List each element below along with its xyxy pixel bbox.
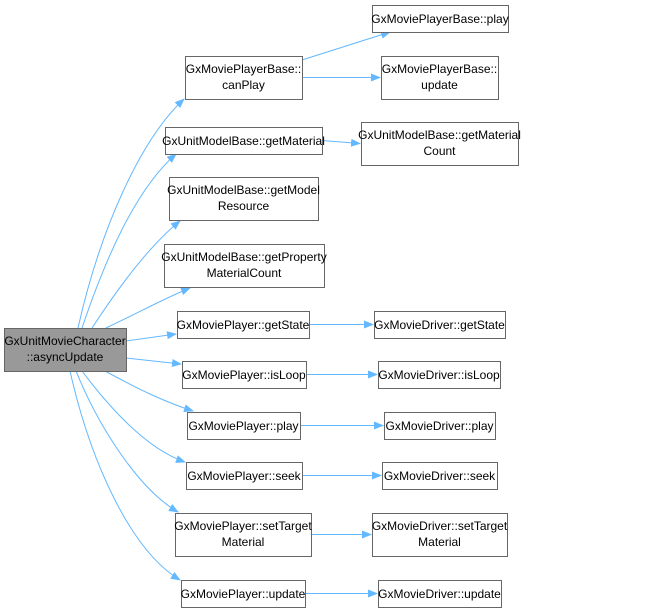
node-box (374, 311, 506, 339)
node-label: GxMovieDriver::play (385, 419, 493, 433)
node-label: GxMoviePlayerBase::play (371, 12, 508, 26)
node-label: Resource (218, 199, 270, 213)
edge-root-to-seek (81, 370, 186, 463)
edge-root-to-canPlay (77, 98, 185, 329)
node-box (185, 56, 303, 100)
edge-root-to-getMaterial (81, 153, 177, 329)
edge-getMaterial-to-getMaterialCount (321, 138, 361, 147)
node-box (182, 361, 307, 389)
node-label: update (421, 78, 458, 92)
node-label: GxMovieDriver::update (378, 587, 501, 601)
node-drvGetState[interactable]: GxMovieDriver::getState (374, 311, 506, 339)
edge-root-to-getState (125, 331, 177, 342)
node-label: GxMoviePlayer::play (188, 419, 298, 433)
edge-root-to-update (69, 370, 181, 581)
node-box (165, 127, 323, 155)
node-root[interactable]: GxUnitMovieCharacter::asyncUpdate (4, 328, 127, 372)
node-box (378, 580, 502, 608)
node-label: GxMoviePlayer::update (181, 587, 306, 601)
node-label: Material (418, 535, 461, 549)
node-drvSeek[interactable]: GxMovieDriver::seek (382, 462, 498, 490)
node-canPlay[interactable]: GxMoviePlayerBase::canPlay (185, 56, 303, 100)
node-getState[interactable]: GxMoviePlayer::getState (177, 311, 310, 339)
node-box (181, 580, 306, 608)
node-mpbUpdate[interactable]: GxMoviePlayerBase::update (381, 56, 499, 100)
node-getPropertyMaterialCount[interactable]: GxUnitModelBase::getPropertyMaterialCoun… (161, 244, 327, 288)
edge-root-to-getPropertyMaterialCount (105, 287, 191, 329)
node-drvIsLoop[interactable]: GxMovieDriver::isLoop (378, 361, 501, 389)
node-label: ::asyncUpdate (27, 350, 104, 364)
edge-root-to-isLoop (125, 357, 182, 368)
node-label: GxMoviePlayer::getState (177, 318, 310, 332)
edge-canPlay-to-mpbPlay (301, 30, 391, 61)
node-seek[interactable]: GxMoviePlayer::seek (186, 462, 303, 490)
node-box (378, 361, 501, 389)
node-label: GxMovieDriver::isLoop (378, 368, 500, 382)
node-label: GxUnitModelBase::getMaterial (358, 128, 521, 142)
node-label: GxUnitModelBase::getProperty (161, 250, 326, 264)
node-box (175, 513, 312, 557)
edge-root-to-play (104, 370, 194, 413)
edge-root-to-getModelResource (91, 220, 181, 329)
node-label: GxUnitModelBase::getModel (167, 183, 320, 197)
node-label: GxMovieDriver::setTarget (372, 519, 508, 533)
node-box (169, 177, 319, 221)
node-label: GxUnitMovieCharacter (4, 334, 125, 348)
node-label: GxMoviePlayer::setTarget (174, 519, 312, 533)
node-label: GxMovieDriver::seek (384, 469, 496, 483)
node-box (372, 513, 508, 557)
node-box (372, 5, 509, 33)
node-label: GxUnitModelBase::getMaterial (162, 134, 325, 148)
node-label: canPlay (222, 78, 265, 92)
node-label: GxMovieDriver::getState (374, 318, 505, 332)
node-box (187, 412, 301, 440)
node-box (382, 462, 498, 490)
edges (69, 30, 391, 598)
node-label: MaterialCount (207, 266, 282, 280)
node-box (384, 412, 496, 440)
node-box (4, 328, 127, 372)
node-label: Count (423, 144, 456, 158)
node-drvPlay[interactable]: GxMovieDriver::play (384, 412, 496, 440)
node-label: GxMoviePlayerBase:: (382, 62, 497, 76)
node-play[interactable]: GxMoviePlayer::play (187, 412, 301, 440)
node-label: GxMoviePlayer::isLoop (182, 368, 306, 382)
node-label: GxMoviePlayer::seek (187, 469, 301, 483)
node-label: GxMoviePlayerBase:: (186, 62, 301, 76)
nodes: GxUnitMovieCharacter::asyncUpdateGxMovie… (4, 5, 521, 608)
node-box (177, 311, 310, 339)
node-box (361, 122, 519, 166)
node-drvUpdate[interactable]: GxMovieDriver::update (378, 580, 502, 608)
node-box (164, 244, 325, 288)
node-isLoop[interactable]: GxMoviePlayer::isLoop (182, 361, 307, 389)
edge-root-to-setTargetMaterial (75, 370, 179, 513)
node-mpbPlay[interactable]: GxMoviePlayerBase::play (371, 5, 509, 33)
node-label: Material (222, 535, 265, 549)
node-box (186, 462, 303, 490)
node-box (381, 56, 499, 100)
node-update[interactable]: GxMoviePlayer::update (181, 580, 306, 608)
node-getMaterial[interactable]: GxUnitModelBase::getMaterial (162, 127, 325, 155)
